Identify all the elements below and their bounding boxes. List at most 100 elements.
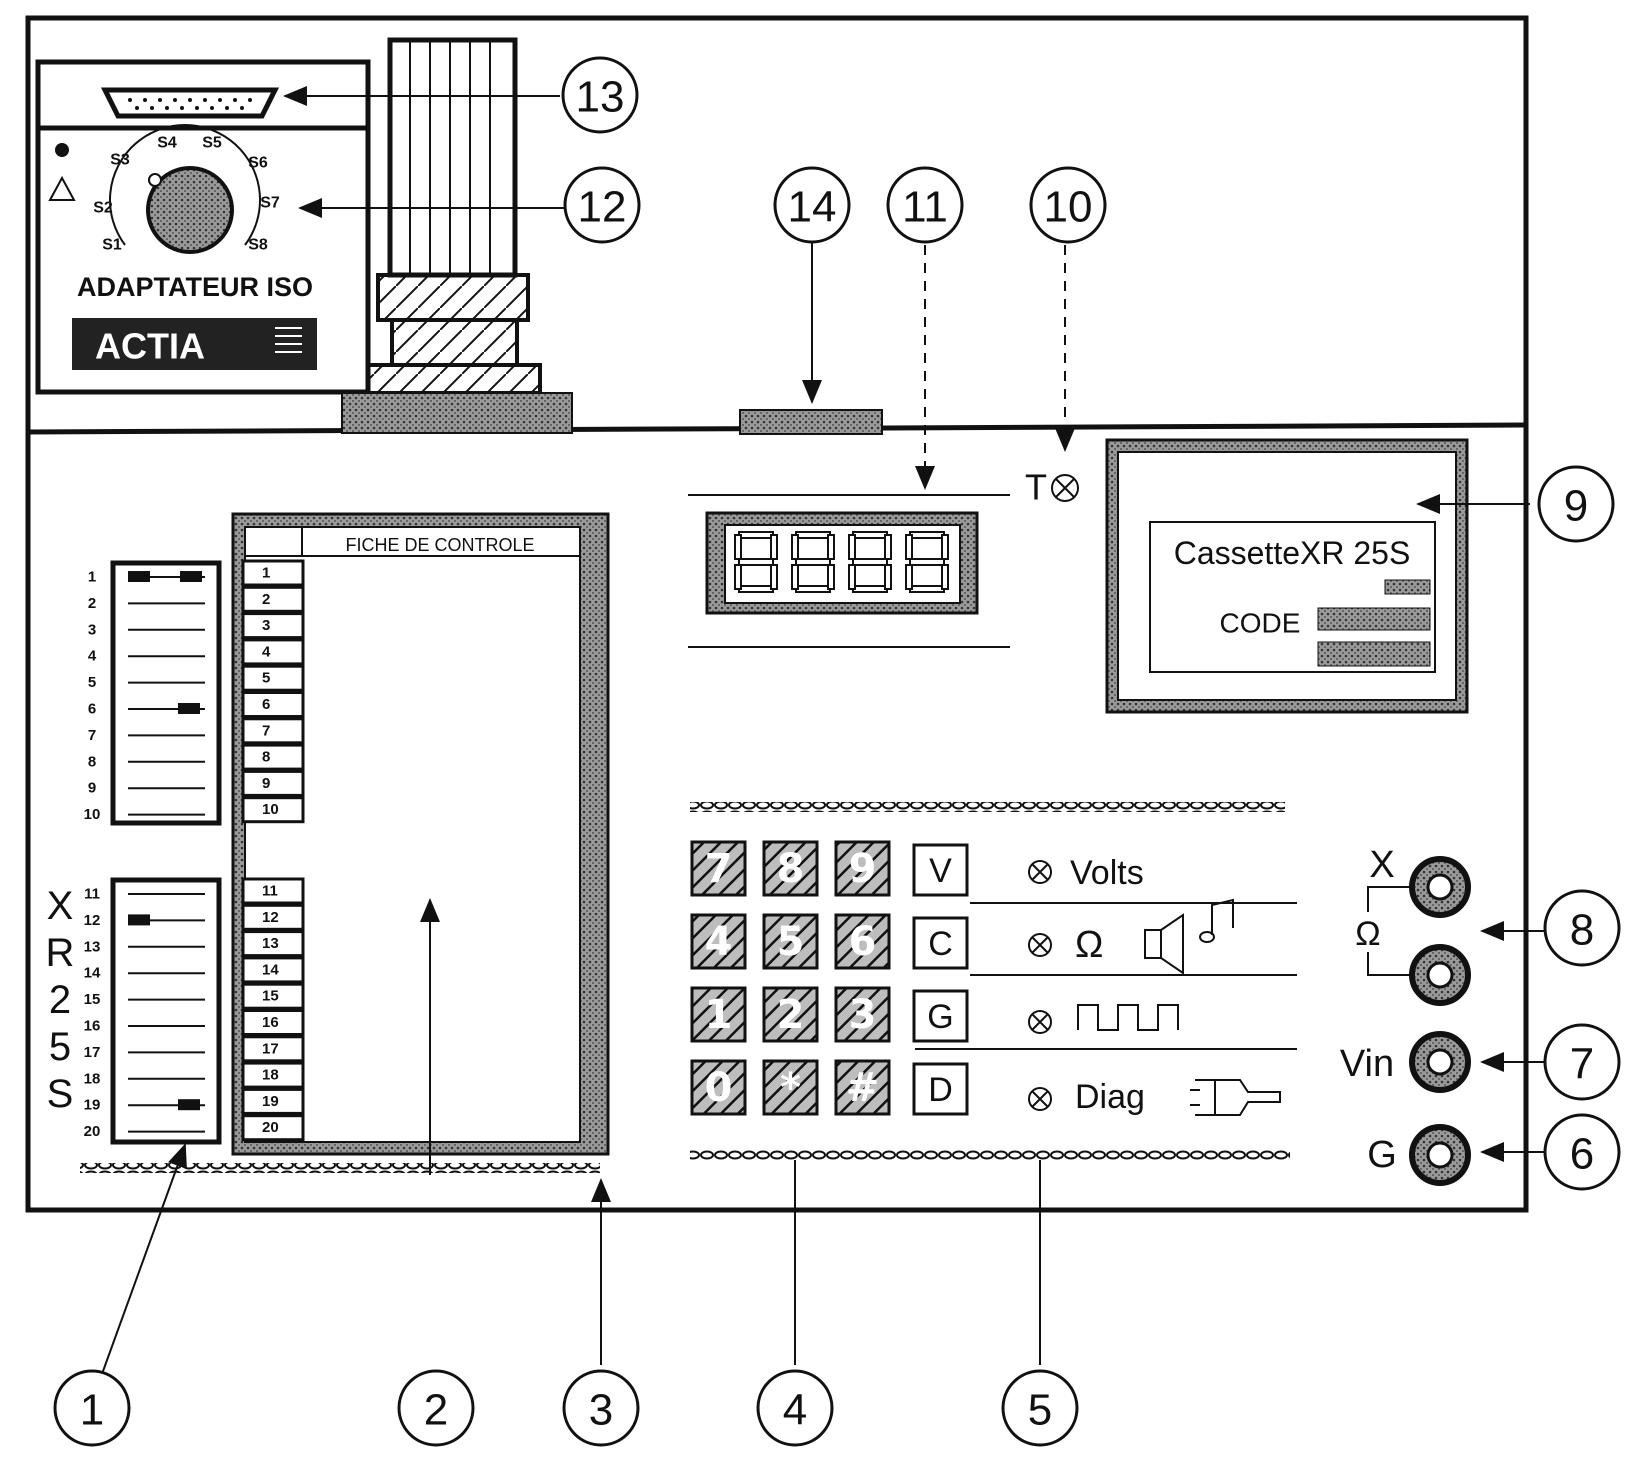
keypad-key[interactable]: * <box>762 1059 819 1116</box>
keypad-key-label: 0 <box>705 1065 733 1111</box>
keypad-key[interactable]: 8 <box>762 840 819 897</box>
display-segment <box>734 564 742 590</box>
switch-label: S2 <box>93 200 113 217</box>
keypad-key[interactable]: 9 <box>834 840 891 897</box>
speaker-icon <box>1144 913 1184 975</box>
keypad-key[interactable]: 5 <box>762 913 819 970</box>
relay-row-number: 2 <box>88 595 96 612</box>
display-segment <box>795 531 831 539</box>
display-segment <box>770 564 778 590</box>
display-segment <box>909 558 945 566</box>
display-segment <box>770 534 778 560</box>
cable-rope-upper <box>690 802 1285 812</box>
cassette-slot[interactable] <box>739 409 883 435</box>
cassette-model-letter: R <box>46 931 75 975</box>
callout-number: 10 <box>1044 183 1093 232</box>
control-sheet-row-number: 20 <box>262 1119 279 1136</box>
control-sheet-row-number: 14 <box>262 961 279 978</box>
square-wave-icon <box>1077 1004 1179 1031</box>
socket-label-vin: Vin <box>1340 1043 1394 1085</box>
callout-number: 6 <box>1570 1130 1594 1179</box>
warning-icon <box>48 175 76 201</box>
callout-2: 2 <box>397 1369 475 1447</box>
control-sheet-row-number: 9 <box>262 775 270 792</box>
keypad-key[interactable]: 1 <box>690 986 747 1043</box>
socket-label-x: X <box>1369 844 1394 886</box>
keypad-key-label: 5 <box>777 919 805 965</box>
display-segment <box>791 564 799 590</box>
control-sheet-row-number: 7 <box>262 722 270 739</box>
iso-cable-bundle <box>341 37 573 434</box>
callout-number: 4 <box>783 1386 807 1435</box>
socket-label-g: G <box>1367 1134 1397 1176</box>
control-sheet-row-number: 6 <box>262 696 270 713</box>
callout-8: 8 <box>1543 889 1621 967</box>
control-sheet-title: FICHE DE CONTROLE <box>345 535 534 555</box>
mode-lamp-icon <box>1028 860 1052 884</box>
db25-connector <box>100 87 280 119</box>
keypad-key-label: 7 <box>705 846 733 892</box>
relay-row-number: 8 <box>88 753 96 770</box>
keypad-key-label: 4 <box>705 919 733 965</box>
display-segment <box>852 585 888 593</box>
mode-key[interactable]: G <box>912 989 969 1043</box>
keypad-key[interactable]: # <box>834 1059 891 1116</box>
mode-key[interactable]: C <box>912 916 969 970</box>
keypad-key-label: 8 <box>777 846 805 892</box>
display-segment <box>827 534 835 560</box>
mode-key[interactable]: D <box>912 1062 969 1116</box>
callout-1: 1 <box>53 1369 131 1447</box>
callout-4: 4 <box>756 1369 834 1447</box>
music-note-icon <box>1199 898 1234 943</box>
callout-14: 14 <box>773 166 851 244</box>
relay-row-number: 1 <box>88 569 96 586</box>
keypad-key[interactable]: 7 <box>690 840 747 897</box>
adapter-title: ADAPTATEUR ISO <box>77 272 313 302</box>
power-indicator-icon <box>55 143 69 157</box>
display-segment <box>909 531 945 539</box>
keypad-key-label: 6 <box>849 919 877 965</box>
control-sheet-row-number: 17 <box>262 1040 279 1057</box>
control-sheet-row-number: 2 <box>262 591 270 608</box>
keypad-key[interactable]: 2 <box>762 986 819 1043</box>
keypad-key[interactable]: 3 <box>834 986 891 1043</box>
keypad-key[interactable]: 4 <box>690 913 747 970</box>
display-segment <box>905 564 913 590</box>
brand-logo: ACTIA <box>95 326 205 367</box>
keypad-key[interactable]: 0 <box>690 1059 747 1116</box>
control-sheet-row-number: 18 <box>262 1067 279 1084</box>
callout-number: 9 <box>1564 482 1588 531</box>
control-sheet-row-number: 11 <box>262 883 278 900</box>
control-sheet-row-number: 10 <box>262 801 279 818</box>
cassette-code-label: CODE <box>1220 608 1301 639</box>
callout-number: 14 <box>788 183 837 232</box>
callout-number: 2 <box>424 1386 448 1435</box>
panel-outline <box>25 15 1529 1213</box>
callout-number: 12 <box>578 183 627 232</box>
mode-label-ohm: Ω <box>1075 924 1103 966</box>
callout-number: 7 <box>1570 1040 1594 1089</box>
switch-label: S4 <box>157 135 177 152</box>
switch-label: S1 <box>102 237 122 254</box>
mode-label-volts: Volts <box>1070 854 1144 892</box>
mode-key[interactable]: V <box>912 843 969 897</box>
keypad-key[interactable]: 6 <box>834 913 891 970</box>
relay-row-number: 10 <box>84 806 101 823</box>
switch-label: S8 <box>248 237 268 254</box>
relay-row-number: 20 <box>84 1123 101 1140</box>
callout-10: 10 <box>1029 166 1107 244</box>
switch-label: S7 <box>260 195 280 212</box>
relay-row-number: 12 <box>84 912 101 929</box>
callout-number: 1 <box>80 1386 104 1435</box>
display-segment <box>827 564 835 590</box>
callout-number: 13 <box>576 73 625 122</box>
rotary-selector-knob[interactable] <box>146 166 234 254</box>
relay-row-number: 18 <box>84 1070 101 1087</box>
relay-row-number: 19 <box>84 1097 101 1114</box>
display-segment <box>852 531 888 539</box>
